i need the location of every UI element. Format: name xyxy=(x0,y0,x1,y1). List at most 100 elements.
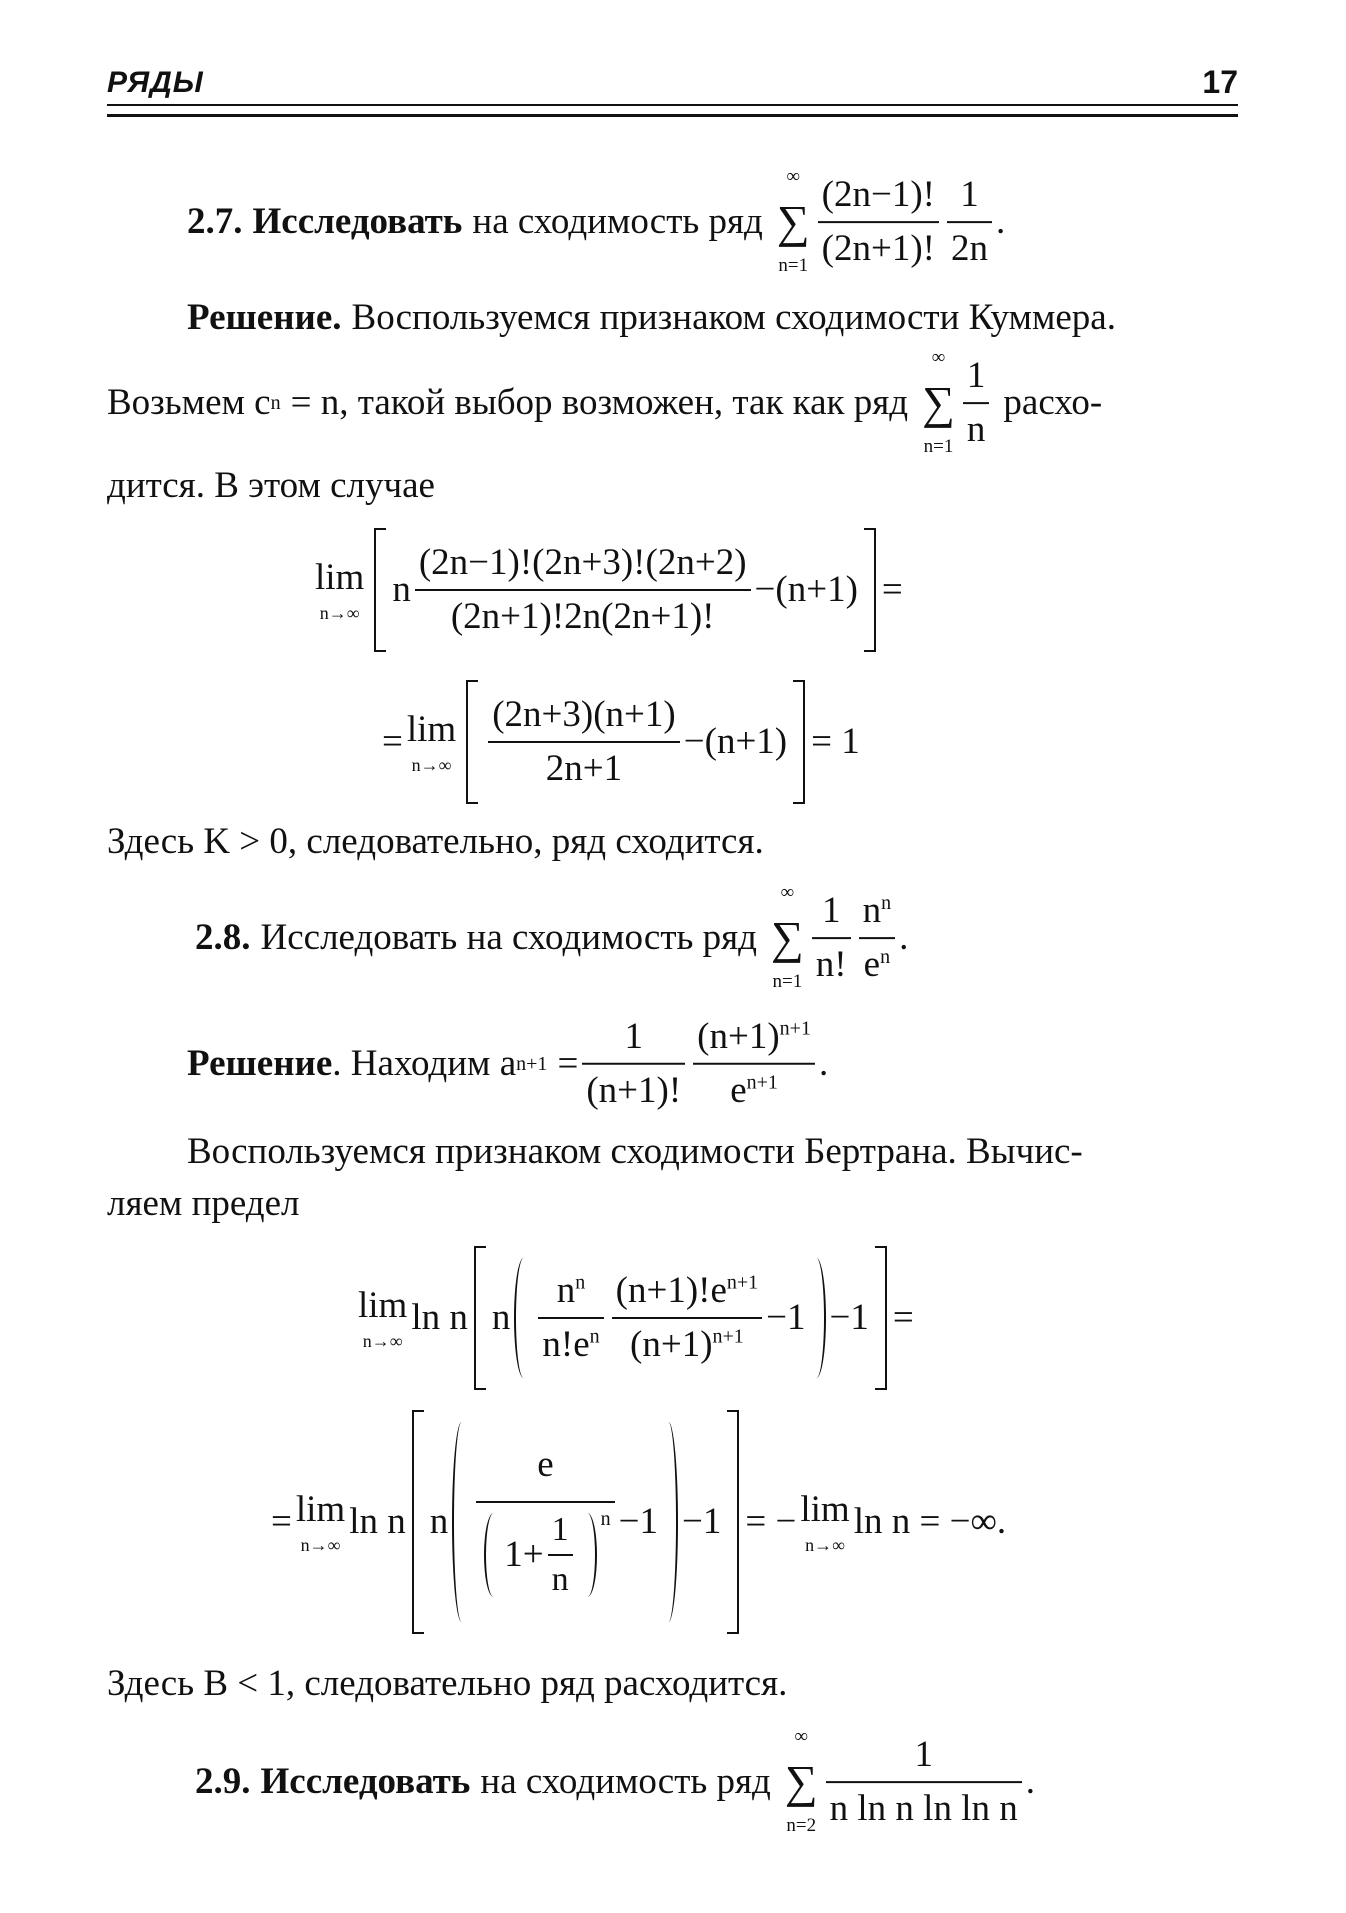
lim: lim xyxy=(358,1285,408,1327)
sum-op: ∑ xyxy=(776,195,810,247)
left-paren xyxy=(452,1422,468,1622)
left-paren xyxy=(484,1513,500,1598)
sum-lower: n=1 xyxy=(778,255,809,277)
sum-lower: n=2 xyxy=(786,1815,817,1837)
base: n!e xyxy=(542,1324,590,1365)
text: Здесь B < 1, следовательно ряд расходитс… xyxy=(107,1662,788,1704)
problem-verb: Исследовать xyxy=(252,200,463,242)
limit: lim n→∞ xyxy=(358,1282,407,1353)
denominator: n xyxy=(966,408,986,450)
sum-symbol: ∞∑n=2 xyxy=(785,1725,818,1839)
text: Воспользуемся признаком сходимости Бертр… xyxy=(187,1130,1083,1172)
sum-upper: ∞ xyxy=(780,882,795,904)
sum-lower: n=1 xyxy=(923,436,954,458)
equals: = − xyxy=(745,1500,797,1542)
numerator: (2n−1)!(2n+3)!(2n+2) xyxy=(414,540,751,591)
period: . xyxy=(1025,1760,1035,1802)
lim-sub: n→∞ xyxy=(805,1535,845,1556)
lim-sub: n→∞ xyxy=(362,1331,403,1352)
left-bracket xyxy=(473,1246,486,1390)
period: . xyxy=(899,916,909,958)
problem-text: Исследовать на сходимость ряд xyxy=(260,916,757,958)
base: n xyxy=(862,889,882,931)
exponent: n xyxy=(575,1271,586,1294)
running-header-title: РЯДЫ xyxy=(107,66,204,99)
base: e xyxy=(730,1070,747,1111)
sum-symbol: ∞∑n=1 xyxy=(922,346,955,460)
result: ln n = −∞. xyxy=(853,1500,1007,1542)
subscript: n xyxy=(270,391,281,414)
exponent: n xyxy=(600,1507,611,1530)
problem-number: 2.8. xyxy=(195,916,251,958)
sum-op: ∑ xyxy=(922,376,955,428)
numerator: (2n+3)(n+1) xyxy=(488,692,680,743)
base: e xyxy=(863,943,881,985)
denominator: en+1 xyxy=(726,1065,782,1114)
exponent: n+1 xyxy=(726,1271,759,1294)
right-bracket xyxy=(727,1410,740,1634)
text: = n, такой выбор возможен, так как ряд xyxy=(290,381,909,423)
term: −1 xyxy=(829,1296,869,1338)
numerator: (n+1)n+1 xyxy=(693,1014,815,1065)
lim-sub: n→∞ xyxy=(411,755,452,776)
numerator: 1 xyxy=(962,353,990,404)
left-paren xyxy=(514,1258,530,1378)
factor: n xyxy=(392,568,411,610)
numerator: 1 xyxy=(582,1014,686,1065)
equals: = xyxy=(881,568,903,610)
subscript: n+1 xyxy=(516,1053,548,1075)
equals: = xyxy=(382,720,403,762)
solution-label: Решение. xyxy=(187,296,342,338)
problem-text: на сходимость ряд xyxy=(480,1760,771,1802)
right-paren xyxy=(810,1258,826,1378)
text: расхо- xyxy=(1003,381,1103,423)
equals: = xyxy=(271,1500,292,1542)
page-number: 17 xyxy=(1202,64,1238,100)
problem-2-7-statement: 2.7. Исследовать на сходимость ряд ∞∑n=1… xyxy=(187,165,1005,279)
base: (n+1) xyxy=(697,1015,780,1057)
numerator: nn xyxy=(538,1268,604,1319)
numerator: 1 xyxy=(811,888,851,939)
left-bracket xyxy=(466,680,479,804)
problem-number: 2.9. xyxy=(195,1760,251,1802)
solution-label: Решение xyxy=(187,1042,333,1084)
solution-text: Воспользуемся признаком сходимости Кумме… xyxy=(351,296,1116,338)
factor: n xyxy=(491,1296,511,1338)
base: (n+1)!e xyxy=(615,1269,727,1311)
fraction: (2n−1)!(2n+3)!(2n+2) (2n+1)!2n(2n+1)! xyxy=(414,540,751,641)
term: −1 xyxy=(766,1296,806,1338)
problem-2-9-statement: 2.9. Исследовать на сходимость ряд ∞∑n=2… xyxy=(195,1725,1035,1839)
right-bracket xyxy=(874,1246,887,1390)
base: n xyxy=(556,1269,576,1311)
sum-upper: ∞ xyxy=(786,166,801,188)
denominator: n xyxy=(551,1561,569,1599)
left-bracket xyxy=(411,1410,424,1634)
solution-text: . Находим a xyxy=(332,1042,517,1084)
fraction: 1(n+1)! xyxy=(582,1014,686,1115)
denominator: (2n+1)! xyxy=(821,227,935,269)
exponent: n+1 xyxy=(779,1017,811,1040)
text: ляем предел xyxy=(107,1182,300,1224)
fraction: (2n+3)(n+1)2n+1 xyxy=(488,692,680,793)
exponent: n xyxy=(881,891,892,914)
denominator: (2n+1)!2n(2n+1)! xyxy=(450,596,715,637)
sum-symbol: ∞∑n=1 xyxy=(771,881,804,995)
lim: lim xyxy=(295,1489,346,1531)
sum-op: ∑ xyxy=(784,1755,818,1807)
numerator: nn xyxy=(858,888,896,939)
period: . xyxy=(996,200,1006,242)
denominator: en xyxy=(860,939,894,988)
result: = 1 xyxy=(811,720,860,762)
term: 1+ xyxy=(504,1534,544,1575)
